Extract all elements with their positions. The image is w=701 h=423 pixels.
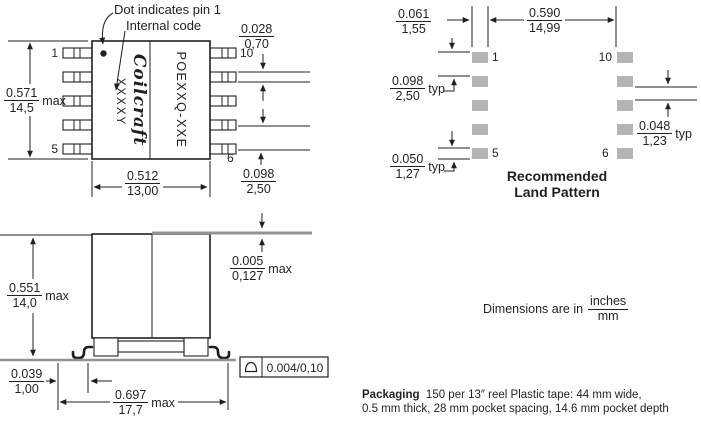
package-body-side-view (91, 233, 211, 339)
marking-coilcraft-logo: Coilcraft (129, 53, 149, 147)
mm-value: 14,5 (9, 101, 34, 115)
pin-label-5: 5 (51, 142, 58, 156)
pin1-dot (100, 50, 107, 57)
packaging-line1-text: 150 per 13″ reel Plastic tape: 44 mm wid… (425, 389, 642, 401)
units-inches: inches (588, 294, 629, 310)
land-pattern-pads (472, 52, 633, 159)
dim-suffix: max (42, 93, 66, 108)
inch-value: 0.098 (241, 167, 277, 182)
mm-value: 1,23 (642, 134, 667, 148)
dot-callout-leader (99, 12, 114, 45)
dim-suffix: max (268, 261, 292, 276)
internal-code-leader (114, 30, 126, 91)
profile-symbol-icon (244, 361, 258, 373)
left-lead (71, 345, 94, 360)
inch-value: 0.048 (637, 119, 673, 134)
inch-value: 0.028 (239, 22, 275, 37)
mm-value: 13,00 (127, 184, 159, 198)
dim-suffix: typ (675, 126, 692, 141)
coplanarity-value: 0.004/0,10 (266, 361, 324, 375)
dim-suffix: typ (428, 159, 445, 174)
mm-value: 0,127 (232, 269, 264, 283)
pin-label-6: 6 (227, 151, 234, 165)
inch-value: 0.590 (527, 6, 563, 21)
packaging-label: Packaging (362, 389, 420, 401)
inch-value: 0.571 (4, 86, 40, 101)
mm-value: 0,70 (244, 37, 269, 51)
land-pattern-title-line2: Land Pattern (514, 184, 600, 201)
pin-label-1: 1 (51, 46, 58, 60)
mm-value: 1,27 (395, 167, 420, 181)
units-mm: mm (597, 308, 619, 323)
inch-value: 0.050 (390, 152, 426, 167)
dim-suffix: max (45, 288, 69, 303)
package-body-top-view (91, 40, 211, 160)
mm-value: 17,7 (118, 403, 143, 417)
packaging-line2: 0.5 mm thick, 28 mm pocket spacing, 14.6… (362, 403, 669, 416)
pad-label-1: 1 (492, 50, 499, 64)
side-view-linework (0, 213, 329, 410)
mm-value: 2,50 (395, 89, 420, 103)
inch-value: 0.697 (113, 388, 149, 403)
mm-value: 14,0 (12, 296, 37, 310)
inch-value: 0.512 (125, 169, 161, 184)
packaging-note: Packaging 150 per 13″ reel Plastic tape:… (362, 388, 700, 417)
callout-dot-indicates-pin1: Dot indicates pin 1 (114, 2, 221, 17)
inch-value: 0.551 (7, 281, 43, 296)
inch-value: 0.039 (9, 367, 45, 382)
pad-label-10: 10 (598, 50, 612, 64)
right-lead (208, 345, 231, 360)
mm-value: 14,99 (529, 21, 561, 35)
mm-value: 1,00 (14, 382, 39, 396)
inch-value: 0.061 (396, 7, 432, 22)
units-prefix: Dimensions are in (483, 302, 584, 317)
dim-suffix: max (151, 395, 175, 410)
land-pattern-title: Recommended Land Pattern (472, 168, 642, 200)
dim-suffix: typ (428, 81, 445, 96)
land-pattern-title-line1: Recommended (506, 168, 608, 184)
marking-internal-code: XXXXY (114, 77, 126, 127)
pin-label-10: 10 (240, 46, 254, 60)
mm-value: 2,50 (246, 182, 271, 196)
inch-value: 0.098 (390, 74, 426, 89)
inch-value: 0.005 (230, 254, 266, 269)
pad-label-6: 6 (602, 146, 609, 160)
mm-value: 1,55 (401, 22, 426, 36)
callout-internal-code: Internal code (126, 18, 202, 33)
marking-part-number: POEXXQ-XXE (174, 51, 188, 149)
pad-label-5: 5 (492, 146, 499, 160)
packaging-line1: Packaging 150 per 13″ reel Plastic tape:… (362, 388, 700, 402)
